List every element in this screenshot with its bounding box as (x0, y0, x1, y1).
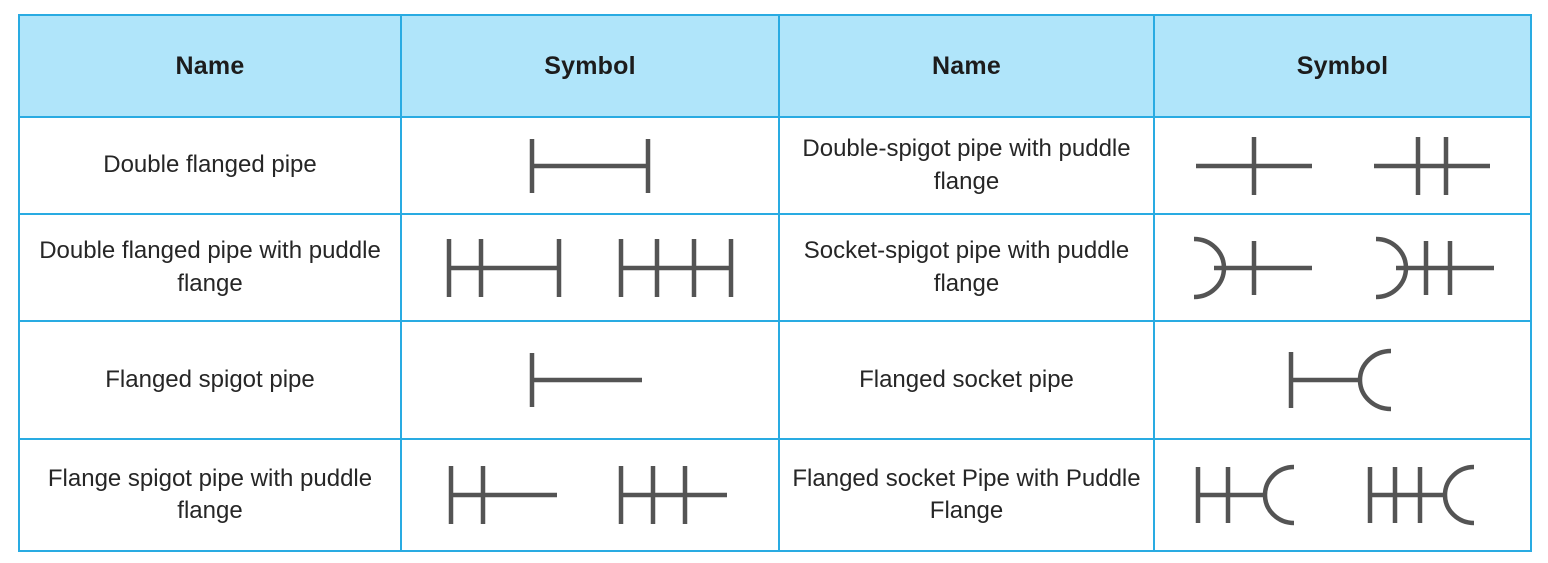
pipe-symbol-cell (1153, 438, 1532, 552)
flanged-socket-two-puddle-icon (1367, 464, 1474, 526)
table-row: Flanged spigot pipe Flanged socket pipe (18, 320, 1532, 440)
symbol-variant-group (402, 231, 778, 305)
pipe-name-cell: Double flanged pipe with puddle flange (18, 213, 402, 322)
double-flanged-one-puddle-icon (446, 238, 562, 297)
pipe-symbol-cell (1153, 213, 1532, 322)
pipe-name-cell: Flanged spigot pipe (18, 320, 402, 440)
double-flanged-pipe-icon (529, 138, 651, 193)
table-header: Name Symbol Name Symbol (18, 14, 1532, 118)
pipe-symbol-cell (400, 320, 780, 440)
pipe-symbol-cell (400, 116, 780, 215)
column-header-name-left: Name (18, 14, 402, 118)
double-spigot-one-puddle-icon (1195, 136, 1312, 195)
column-header-symbol-left: Symbol (400, 14, 780, 118)
socket-spigot-one-puddle-icon (1193, 236, 1312, 299)
table-row: Flange spigot pipe with puddle flange (18, 438, 1532, 552)
flanged-spigot-pipe-icon (529, 353, 642, 407)
table-row: Double flanged pipe with puddle flange (18, 213, 1532, 322)
symbol-variant-group (402, 129, 778, 203)
pipe-symbol-cell (400, 213, 780, 322)
pipe-symbol-cell (1153, 116, 1532, 215)
column-header-symbol-right: Symbol (1153, 14, 1532, 118)
header-row: Name Symbol Name Symbol (18, 14, 1532, 118)
double-flanged-two-puddle-icon (618, 238, 734, 297)
double-spigot-two-puddle-icon (1373, 136, 1490, 195)
pipe-name-cell: Double-spigot pipe with puddle flange (778, 116, 1155, 215)
pipe-symbol-table: Name Symbol Name Symbol Double flanged p… (18, 14, 1532, 552)
symbol-variant-group (402, 343, 778, 417)
symbol-variant-group (1155, 129, 1530, 203)
pipe-symbol-cell (400, 438, 780, 552)
pipe-name-cell: Flanged socket pipe (778, 320, 1155, 440)
symbol-variant-group (1155, 342, 1530, 418)
pipe-name-cell: Flanged socket Pipe with Puddle Flange (778, 438, 1155, 552)
flanged-socket-pipe-icon (1288, 348, 1391, 412)
column-header-name-right: Name (778, 14, 1155, 118)
socket-spigot-two-puddle-icon (1375, 236, 1494, 299)
table-row: Double flanged pipe Double-spigot pipe w… (18, 116, 1532, 215)
symbol-variant-group (1155, 231, 1530, 305)
table-body: Double flanged pipe Double-spigot pipe w… (18, 116, 1532, 552)
flanged-socket-one-puddle-icon (1195, 464, 1294, 526)
flange-spigot-one-puddle-icon (448, 466, 557, 524)
flange-spigot-two-puddle-icon (618, 466, 727, 524)
pipe-name-cell: Socket-spigot pipe with puddle flange (778, 213, 1155, 322)
symbol-variant-group (1155, 457, 1530, 533)
pipe-symbol-cell (1153, 320, 1532, 440)
pipe-name-cell: Flange spigot pipe with puddle flange (18, 438, 402, 552)
pipe-name-cell: Double flanged pipe (18, 116, 402, 215)
symbol-variant-group (402, 458, 778, 532)
